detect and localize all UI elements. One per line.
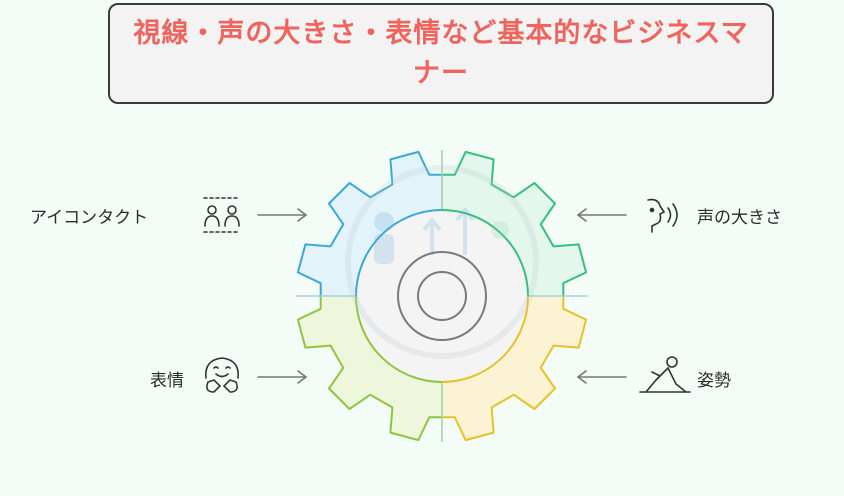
arrow-bottom-right (576, 370, 627, 384)
label-eye-contact: アイコンタクト (30, 208, 149, 228)
arrow-top-right (576, 208, 627, 222)
inner-arc-bottom-left (355, 295, 443, 383)
inner-arc-top-right (441, 209, 529, 297)
posture-stretch-icon (639, 356, 691, 393)
center-ring-inner (417, 271, 467, 321)
inner-arc-bottom-right (441, 295, 529, 383)
speaking-voice-icon (647, 198, 678, 233)
arrow-bottom-left (257, 370, 308, 384)
title-box: 視線・声の大きさ・表情など基本的なビジネスマナー (108, 3, 774, 104)
gear-inner-circle (356, 210, 528, 382)
label-posture: 姿勢 (697, 371, 731, 391)
page-title: 視線・声の大きさ・表情など基本的なビジネスマナー (133, 17, 749, 89)
label-facial-expression: 表情 (150, 371, 184, 391)
eye-contact-people-icon (203, 197, 241, 233)
label-voice-volume: 声の大きさ (697, 208, 782, 228)
watermark-logo (345, 165, 539, 359)
inner-arc-top-left (355, 209, 443, 297)
smiling-face-icon (205, 357, 239, 393)
center-ring-outer (397, 251, 487, 341)
arrow-top-left (257, 208, 308, 222)
